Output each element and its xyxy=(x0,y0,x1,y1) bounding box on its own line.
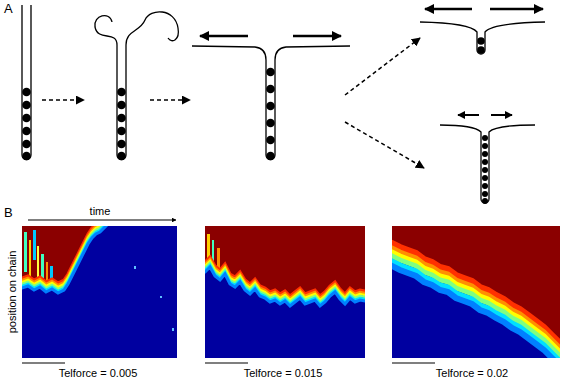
heatmap xyxy=(29,240,31,276)
force-arrow xyxy=(200,35,341,38)
chain-beads xyxy=(117,88,126,97)
chain-beads xyxy=(266,152,275,161)
heatmap xyxy=(22,226,112,291)
chain-beads xyxy=(117,140,126,149)
axis-label: position on chain xyxy=(6,251,18,334)
condition-label: Telforce = 0.02 xyxy=(436,367,508,379)
dashed-arrow xyxy=(42,99,84,101)
chain-tube xyxy=(117,45,126,160)
chain-beads xyxy=(482,143,488,149)
heatmap xyxy=(22,226,112,287)
heatmap xyxy=(392,226,560,358)
chain-beads xyxy=(482,159,488,165)
chain-beads xyxy=(266,68,275,161)
chain-beads xyxy=(266,136,275,145)
heatmap xyxy=(41,254,44,278)
chain-beads xyxy=(482,135,488,141)
chain-beads xyxy=(117,101,126,110)
chain-tube xyxy=(22,5,31,160)
chain-beads xyxy=(22,114,31,123)
condition-label: Telforce = 0.015 xyxy=(244,367,323,379)
force-arrow xyxy=(200,35,248,38)
heatmap xyxy=(24,232,27,272)
chain-beads xyxy=(266,102,275,111)
scale-bar xyxy=(22,362,65,363)
chain-beads xyxy=(482,167,488,173)
chain-beads xyxy=(266,68,275,77)
dashed-arrow xyxy=(345,38,424,168)
chain-beads xyxy=(22,88,31,161)
chain-tube xyxy=(440,125,535,203)
chain-beads xyxy=(22,88,31,97)
chain-beads xyxy=(477,37,485,45)
force-arrow xyxy=(458,114,479,116)
chain-tube xyxy=(440,125,535,203)
chain-beads xyxy=(482,135,488,204)
heatmap xyxy=(22,226,112,293)
chain-beads xyxy=(482,198,488,204)
force-arrow xyxy=(458,114,512,116)
heatmap xyxy=(160,296,162,298)
scale-bar xyxy=(205,362,248,363)
force-arrow xyxy=(490,8,543,11)
chain-tube xyxy=(22,5,31,160)
chain-tube xyxy=(420,22,545,54)
chain-beads xyxy=(266,119,275,128)
heatmap xyxy=(392,264,560,358)
heatmap xyxy=(22,226,112,285)
dashed-arrow xyxy=(345,122,424,168)
chain-tube xyxy=(420,22,545,54)
chain-tube xyxy=(95,12,178,160)
time-axis-arrow xyxy=(28,219,176,220)
chain-beads xyxy=(117,114,126,123)
force-arrow xyxy=(491,114,512,116)
panel-letter: A xyxy=(4,2,13,16)
heatmap xyxy=(33,230,36,260)
heatmap xyxy=(205,226,365,358)
heatmap xyxy=(22,226,112,283)
heatmap xyxy=(22,226,112,289)
chain-beads xyxy=(482,175,488,181)
condition-label: Telforce = 0.005 xyxy=(59,367,138,379)
chain-tube xyxy=(126,12,178,45)
chain-beads xyxy=(117,127,126,136)
chain-tube xyxy=(192,46,350,160)
chain-beads xyxy=(477,37,485,54)
chain-beads xyxy=(22,127,31,136)
chain-tube xyxy=(192,46,350,160)
heatmap xyxy=(46,262,48,282)
dashed-arrow xyxy=(150,99,190,101)
chain-beads xyxy=(477,46,485,54)
heatmap xyxy=(134,266,136,269)
panel-letter: B xyxy=(4,206,13,220)
heatmap xyxy=(22,226,177,358)
heatmap xyxy=(217,248,220,268)
heatmap xyxy=(37,246,39,278)
chain-tube xyxy=(95,16,117,45)
force-arrow xyxy=(293,35,341,38)
chain-beads xyxy=(482,183,488,189)
dashed-arrow xyxy=(345,38,420,95)
heatmap xyxy=(172,328,174,331)
chain-beads xyxy=(22,140,31,149)
chain-beads xyxy=(482,191,488,197)
axis-label: time xyxy=(90,205,111,217)
heatmap xyxy=(205,267,365,306)
chain-beads xyxy=(117,152,126,161)
force-arrow xyxy=(425,8,543,11)
chain-beads xyxy=(22,101,31,110)
force-arrow xyxy=(425,8,472,11)
chain-beads xyxy=(482,151,488,157)
chain-beads xyxy=(266,85,275,94)
chain-beads xyxy=(22,152,31,161)
chain-beads xyxy=(117,88,126,161)
scale-bar xyxy=(392,362,435,363)
